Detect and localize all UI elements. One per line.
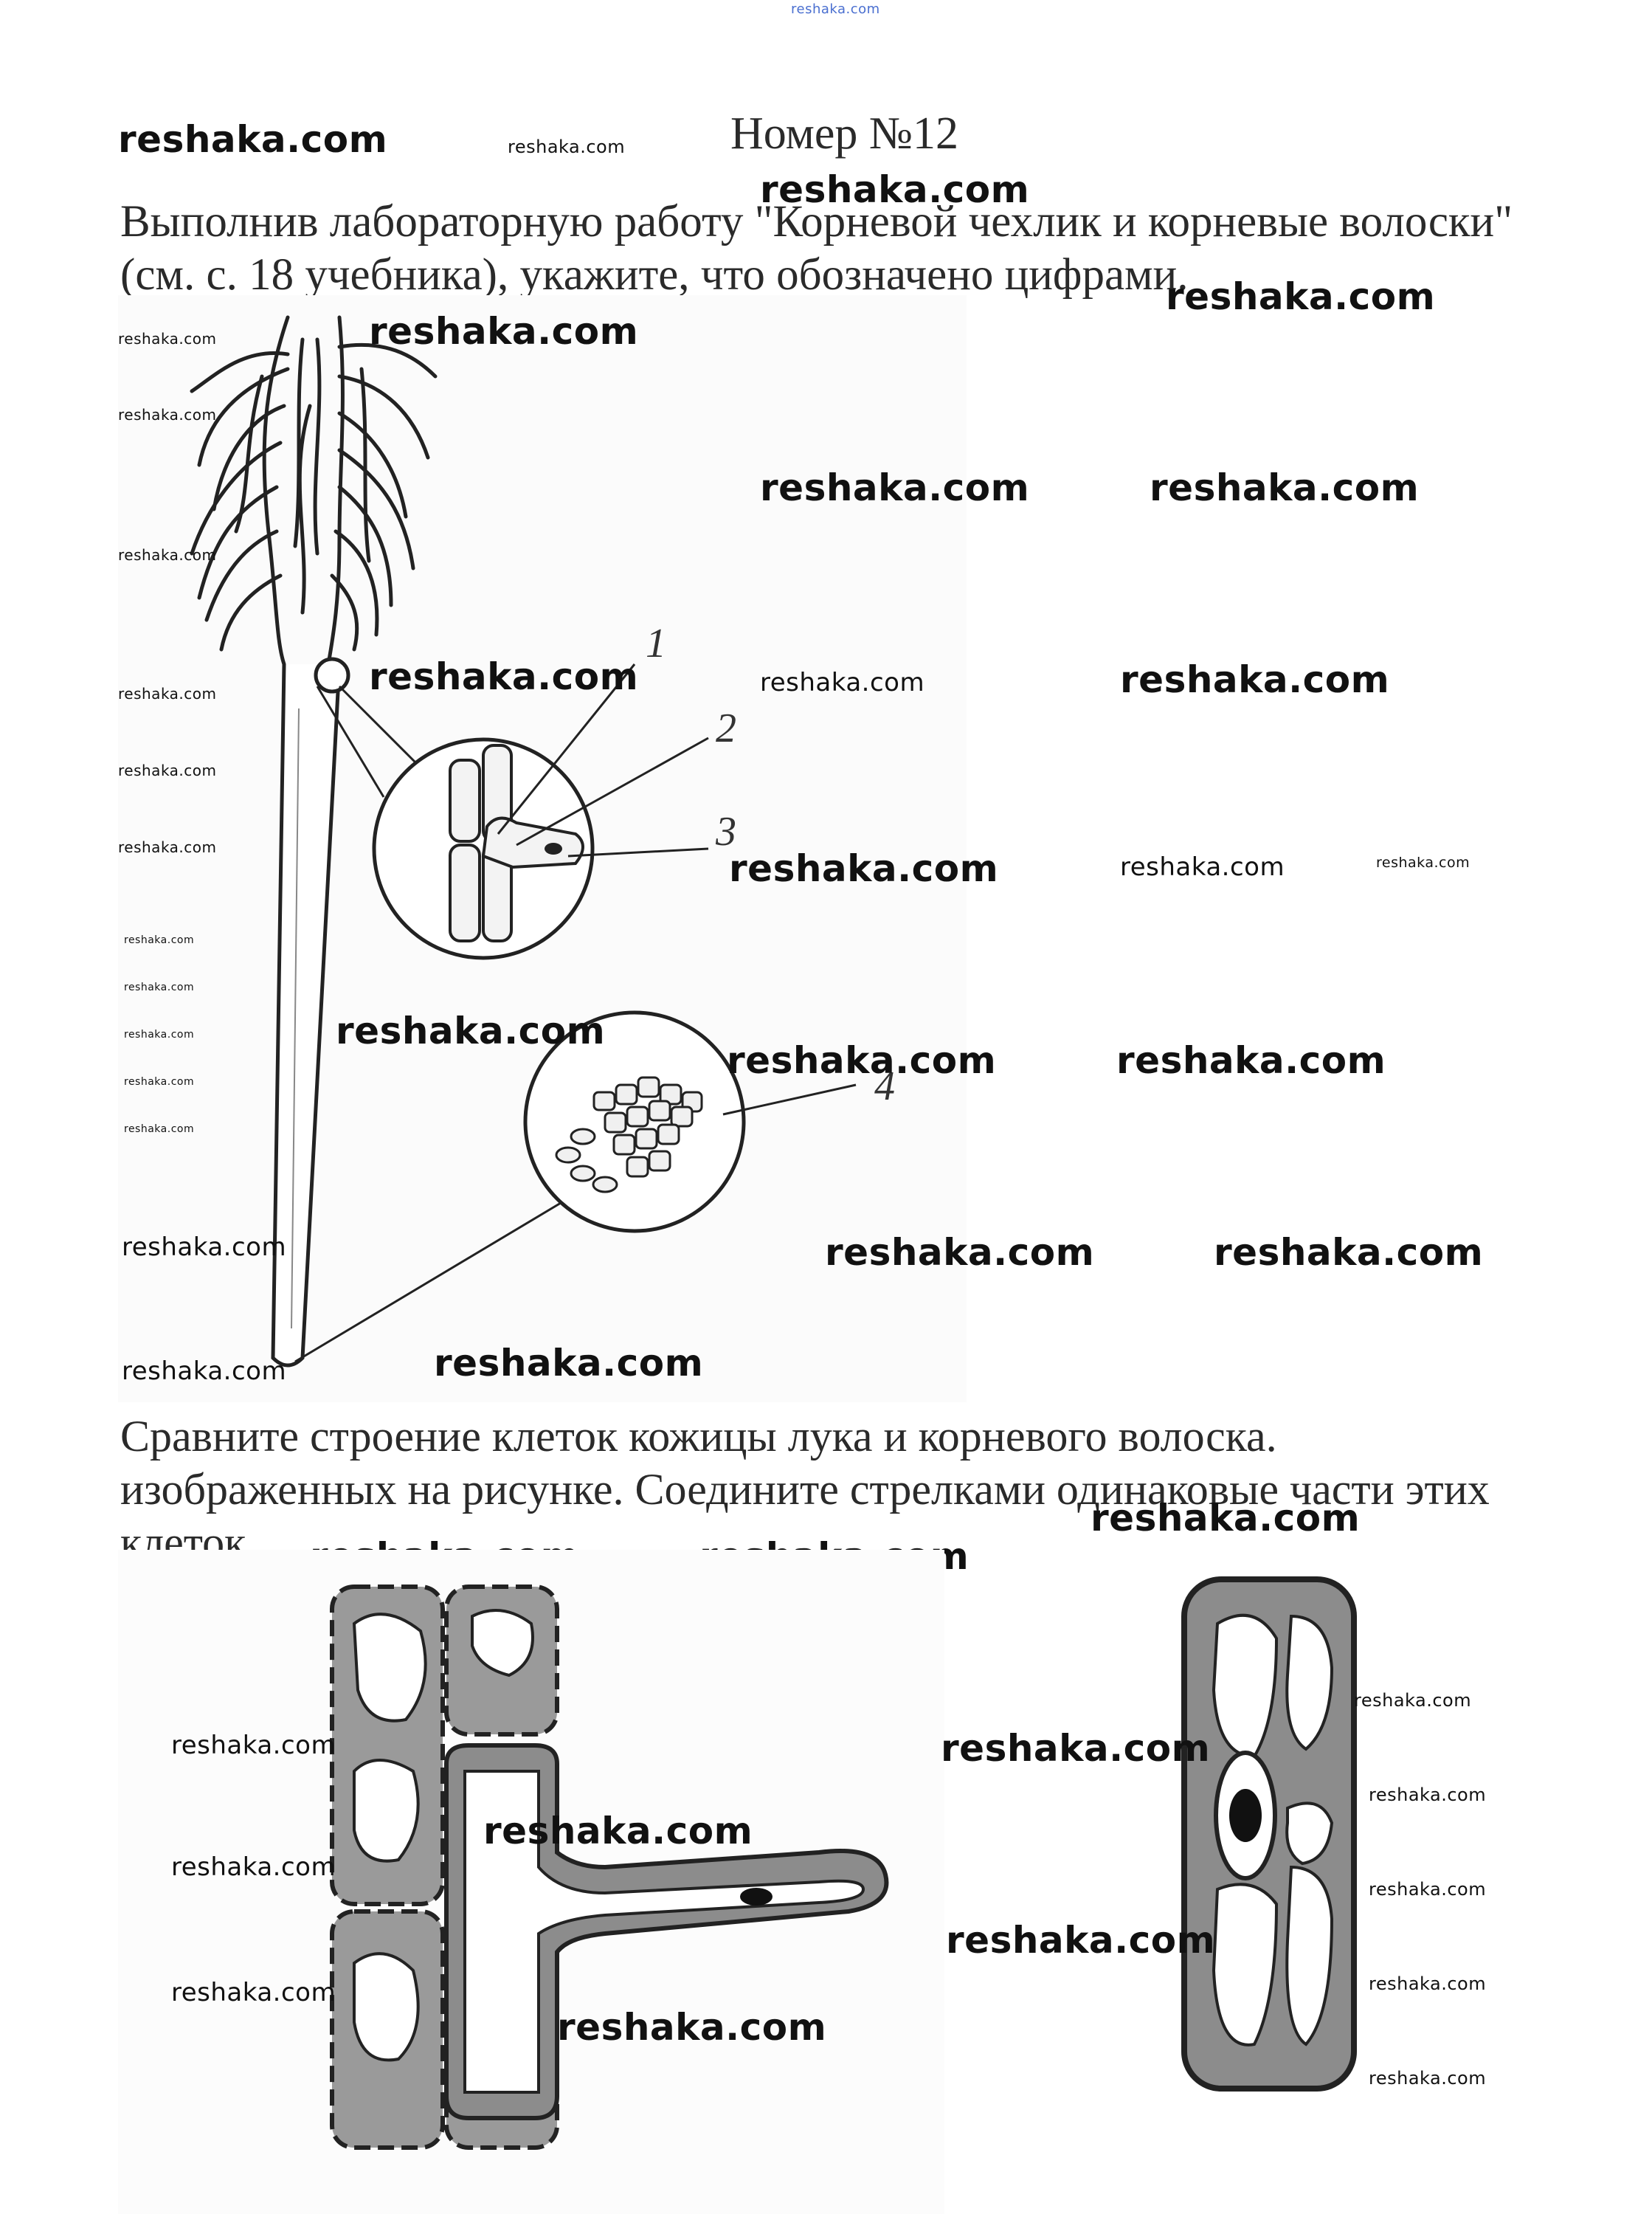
watermark: reshaka.com: [1116, 1039, 1386, 1082]
task1-line1: Выполнив лабораторную работу "Корневой ч…: [120, 197, 1513, 246]
watermark: reshaka.com: [1150, 466, 1420, 509]
task2-line2: изображенных на рисунке. Соедините стрел…: [120, 1465, 1490, 1514]
watermark: reshaka.com: [434, 1342, 704, 1385]
watermark: reshaka.com: [1166, 275, 1436, 318]
watermark: reshaka.com: [124, 982, 195, 993]
watermark: reshaka.com: [118, 762, 217, 779]
task1-line2: (см. с. 18 учебника), укажите, что обозн…: [120, 250, 1189, 300]
root-hair-figure: 1 2 3 4: [118, 295, 967, 1402]
watermark: reshaka.com: [336, 1010, 606, 1052]
watermark: reshaka.com: [1369, 1973, 1487, 1994]
watermark: reshaka.com: [729, 847, 999, 890]
watermark: reshaka.com: [1214, 1231, 1484, 1274]
watermark: reshaka.com: [825, 1231, 1095, 1274]
watermark: reshaka.com: [1354, 1690, 1472, 1711]
label-2: 2: [716, 706, 736, 751]
label-3: 3: [715, 809, 736, 855]
page-title: Номер №12: [730, 108, 959, 159]
watermark: reshaka.com: [118, 118, 388, 161]
watermark: reshaka.com: [118, 406, 217, 424]
label-1: 1: [646, 621, 666, 666]
watermark: reshaka.com: [727, 1039, 997, 1082]
watermark: reshaka.com: [1120, 658, 1390, 701]
watermark: reshaka.com: [171, 1731, 336, 1760]
label-4: 4: [874, 1063, 895, 1109]
watermark: reshaka.com: [1091, 1497, 1361, 1539]
watermark: reshaka.com: [369, 655, 639, 698]
watermark: reshaka.com: [1369, 1785, 1487, 1805]
watermark: reshaka.com: [760, 168, 1030, 211]
watermark: reshaka.com: [760, 466, 1030, 509]
watermark: reshaka.com: [124, 934, 195, 946]
watermark: reshaka.com: [1369, 1879, 1487, 1900]
watermark: reshaka.com: [946, 1919, 1216, 1962]
watermark: reshaka.com: [171, 1852, 336, 1882]
watermark: reshaka.com: [483, 1810, 753, 1852]
watermark: reshaka.com: [118, 685, 217, 703]
watermark: reshaka.com: [1120, 852, 1285, 882]
watermark: reshaka.com: [369, 310, 639, 353]
watermark: reshaka.com: [118, 838, 217, 856]
watermark: reshaka.com: [1369, 2068, 1487, 2089]
watermark: reshaka.com: [1376, 855, 1470, 871]
top-site-link[interactable]: reshaka.com: [791, 1, 880, 17]
watermark: reshaka.com: [118, 330, 217, 348]
watermark: reshaka.com: [171, 1978, 336, 2007]
watermark: reshaka.com: [118, 546, 217, 564]
watermark: reshaka.com: [124, 1076, 195, 1088]
root-hair-cell-figure: [118, 1550, 944, 2214]
watermark: reshaka.com: [760, 668, 925, 697]
watermark: reshaka.com: [557, 2006, 827, 2049]
watermark: reshaka.com: [124, 1123, 195, 1135]
onion-skin-cell-figure: [1181, 1576, 1357, 2092]
watermark: reshaka.com: [122, 1232, 287, 1262]
watermark: reshaka.com: [124, 1029, 195, 1041]
task2-line1: Сравните строение клеток кожицы лука и к…: [120, 1412, 1277, 1461]
watermark: reshaka.com: [122, 1356, 287, 1386]
watermark: reshaka.com: [508, 137, 626, 157]
watermark: reshaka.com: [941, 1727, 1211, 1770]
